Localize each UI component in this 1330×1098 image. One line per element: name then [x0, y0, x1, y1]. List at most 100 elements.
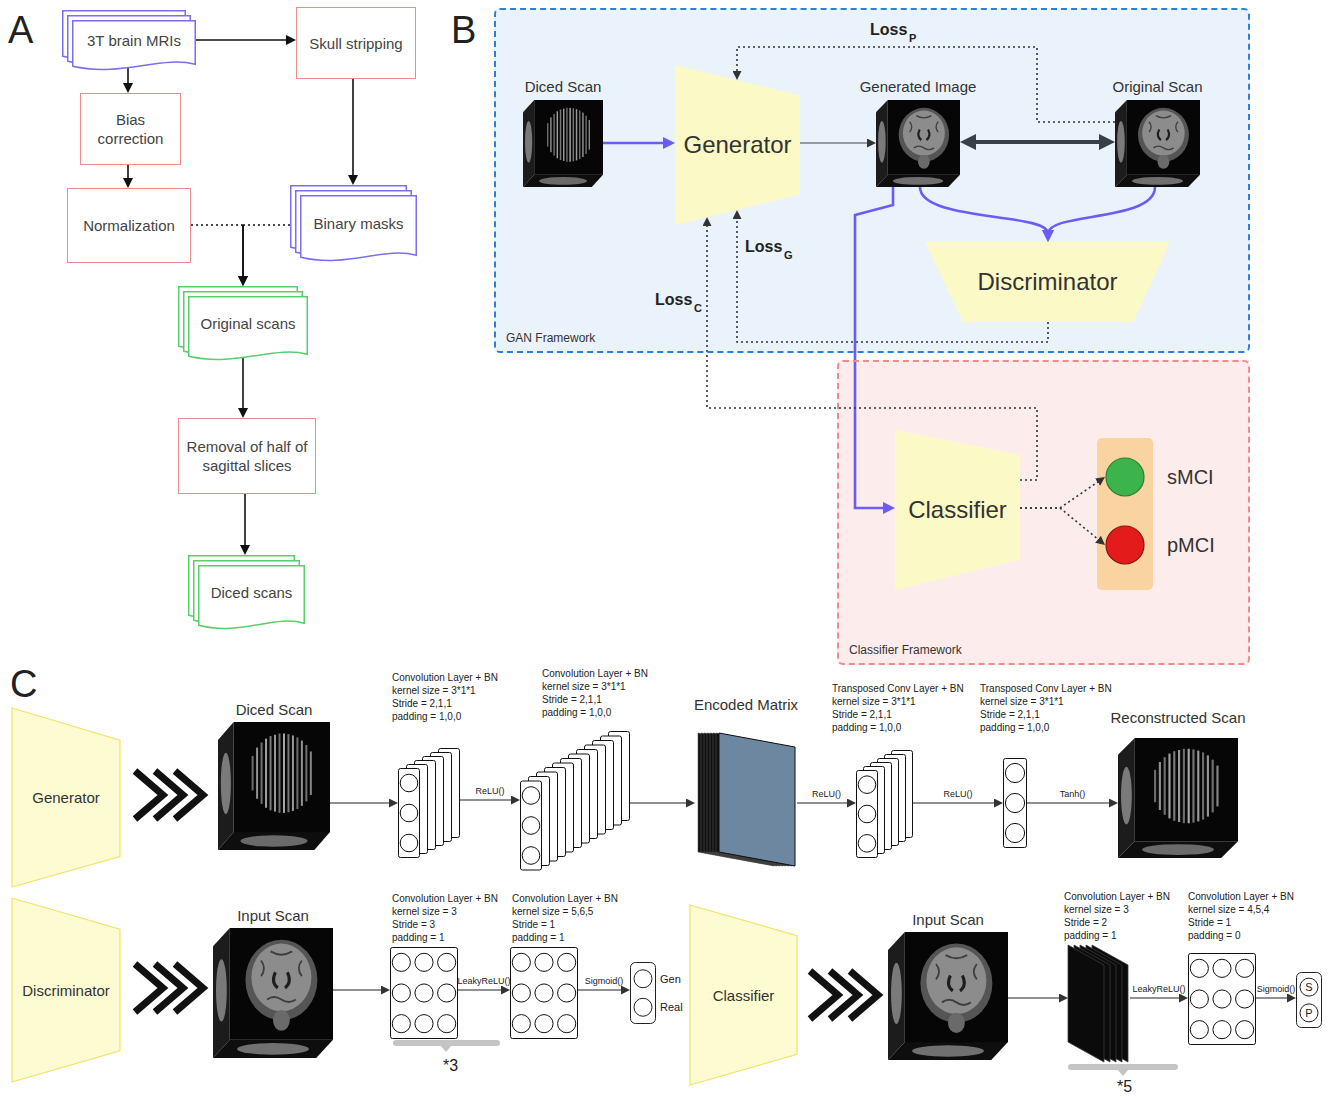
- class-dot: [1106, 526, 1144, 564]
- edge-label: ReLU(): [943, 789, 972, 800]
- connector: [243, 358, 244, 411]
- class-circle: pMCI: [1105, 525, 1145, 565]
- connector: [1020, 481, 1100, 508]
- layer-parameter: Stride = 2,1,1: [392, 697, 498, 710]
- step-label: Removal of half of sagittal slices: [185, 437, 309, 475]
- repeat-count: *3: [443, 1057, 458, 1075]
- layer-title: Transposed Conv Layer + BN: [980, 682, 1112, 695]
- loss-subscript: P: [909, 32, 916, 44]
- scan-cube: [218, 722, 330, 850]
- neuron-circle: [438, 1015, 456, 1033]
- layer-parameter: Stride = 2,1,1: [980, 708, 1112, 721]
- layer-stack: Convolution Layer + BNkernel size = 4,5,…: [1188, 953, 1256, 1045]
- layer-spec: Convolution Layer + BNkernel size = 3*1*…: [542, 667, 648, 719]
- connector: [128, 68, 129, 86]
- connector: [797, 803, 850, 804]
- connector: [128, 165, 129, 181]
- connector-line: [800, 142, 870, 143]
- step-label: Normalization: [83, 216, 175, 235]
- output-node: SP: [1296, 972, 1322, 1028]
- node-outline: [1068, 945, 1130, 1062]
- neuron-circle: [1236, 990, 1254, 1008]
- neuron-circle: [1213, 959, 1231, 977]
- layer-title: Convolution Layer + BN: [1188, 890, 1294, 903]
- block-label: Generator: [683, 131, 791, 159]
- image-heading: Encoded Matrix: [694, 696, 798, 714]
- connector-line: [196, 39, 289, 41]
- connector: [578, 990, 624, 991]
- neuron-circle: [392, 953, 410, 971]
- output-panel: [1097, 438, 1153, 590]
- panel-letter: A: [8, 10, 33, 52]
- neuron-circle: [1005, 763, 1024, 782]
- connector: [1130, 998, 1182, 999]
- trapezoid-outline: [12, 898, 120, 1082]
- layer-card: [391, 948, 458, 1039]
- layer-spec: Transposed Conv Layer + BNkernel size = …: [980, 682, 1112, 734]
- chevron-symbol: [810, 971, 878, 1019]
- block-label: Discriminator: [977, 268, 1117, 296]
- node-outline: [1003, 758, 1027, 848]
- loss-subscript: G: [784, 249, 793, 261]
- connector-line: [578, 989, 624, 990]
- connector-line: [1130, 997, 1182, 998]
- layer-parameter: Stride = 2: [1064, 916, 1170, 929]
- edge-label: ReLU(): [475, 786, 504, 797]
- output-circle: [634, 970, 652, 988]
- scan-image: Input Scan: [213, 928, 333, 1058]
- neuron-circle: [400, 834, 418, 852]
- layer-parameter: kernel size = 3*1*1: [980, 695, 1112, 708]
- scan-cube: [888, 932, 1008, 1060]
- connector-line: [352, 79, 354, 178]
- neuron-circle: [1236, 959, 1254, 977]
- connector-line: [242, 358, 244, 411]
- neuron-circle: [392, 1015, 410, 1033]
- node-outline: [398, 748, 460, 858]
- document-stack: Binary masks: [290, 185, 417, 263]
- neuron-circle: [1005, 823, 1024, 842]
- framework-band: Classifier FrameworkClassifiersMCIpMCI: [837, 360, 1250, 665]
- connector: [1008, 998, 1062, 999]
- node-outline: [1105, 457, 1145, 497]
- connector-line: [330, 802, 392, 803]
- class-dot: [1106, 458, 1144, 496]
- node-outline: [390, 947, 458, 1039]
- layer-spec: Convolution Layer + BNkernel size = 3*1*…: [392, 671, 498, 723]
- connector: [855, 187, 893, 508]
- document-label: 3T brain MRIs: [72, 20, 196, 60]
- connector-line: [971, 140, 1104, 144]
- network-block: Discriminator: [12, 898, 120, 1082]
- connector: [800, 143, 870, 144]
- neuron-circle: [415, 953, 433, 971]
- network-block: Classifier: [895, 430, 1020, 590]
- layer-stack: Convolution Layer + BNkernel size = 3Str…: [390, 947, 458, 1039]
- neuron-circle: [512, 953, 530, 971]
- node-outline: [1296, 972, 1322, 1028]
- connector-line: [913, 802, 997, 803]
- layer-slab: [1068, 945, 1104, 1062]
- layer-spec: Convolution Layer + BNkernel size = 4,5,…: [1188, 890, 1294, 942]
- scan-cube: [523, 100, 603, 187]
- connector: [458, 990, 504, 991]
- connector-line: [243, 224, 290, 226]
- layer-stack: Convolution Layer + BNkernel size = 5,6,…: [510, 947, 578, 1039]
- scan-cube: [213, 928, 333, 1058]
- band-label: Classifier Framework: [849, 643, 962, 657]
- layer-stack: Convolution Layer + BNkernel size = 3Str…: [1068, 945, 1130, 1062]
- connector-line: [458, 989, 504, 990]
- layer-parameter: padding = 1,0,0: [392, 710, 498, 723]
- scan-image: Input Scan: [888, 932, 1008, 1060]
- layer-parameter: padding = 1: [512, 931, 618, 944]
- image-heading: Diced Scan: [236, 701, 313, 719]
- connector: [330, 803, 392, 804]
- connector-line: [1027, 802, 1112, 803]
- trapezoid-outline: [690, 905, 797, 1085]
- connector-line: [1020, 481, 1100, 508]
- connector: [460, 800, 514, 801]
- image-heading: Reconstructed Scan: [1110, 709, 1245, 727]
- document-sheet: [199, 566, 305, 629]
- node-outline: [695, 733, 797, 868]
- neuron-circle: [415, 984, 433, 1002]
- network-block: Generator: [12, 708, 120, 887]
- loss-label: Loss: [745, 238, 782, 256]
